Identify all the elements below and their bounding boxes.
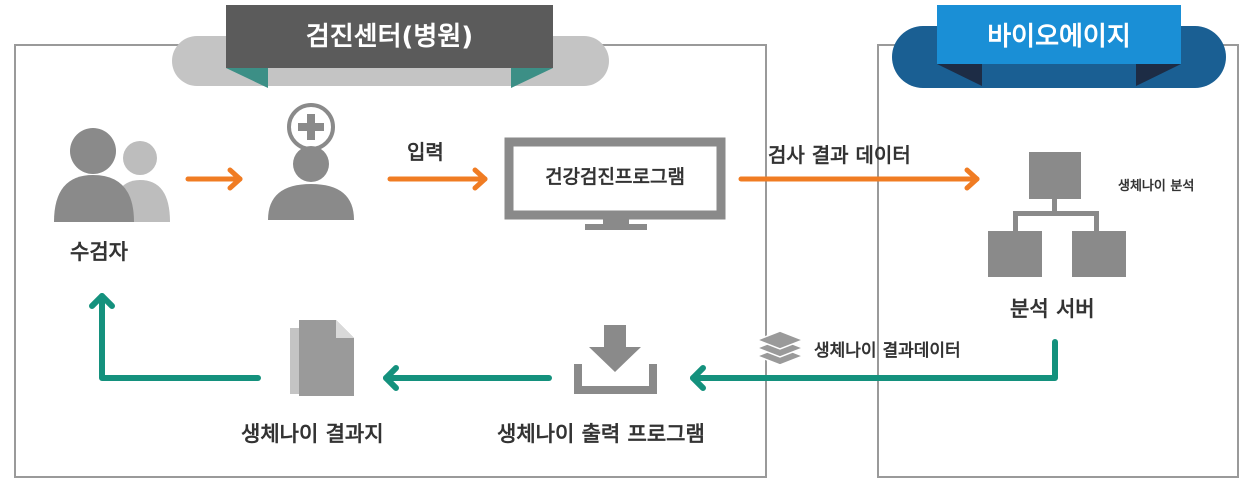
download-icon [574, 325, 657, 394]
tab-fold-left [937, 64, 982, 86]
server-note-label: 생체나이 분석 [1118, 179, 1195, 194]
hospital-tab [172, 5, 609, 88]
monitor-icon [504, 137, 726, 230]
program-label: 건강검진프로그램 [545, 166, 685, 188]
examinee-icon [54, 128, 170, 222]
document-icon [290, 320, 354, 396]
bioage-results-edge-label: 생체나이 결과데이터 [814, 341, 961, 361]
hospital-title: 검진센터(병원) [305, 22, 474, 52]
arrow-sheet-to-examinee [99, 293, 261, 381]
orange-arrows [185, 167, 980, 191]
bioage-tab [892, 5, 1226, 88]
tab-fold-right [1136, 64, 1181, 86]
tab-fold-left [226, 68, 268, 88]
exam-results-edge-label: 검사 결과 데이터 [768, 143, 911, 167]
input-edge-label: 입력 [407, 140, 444, 164]
arrow-server-to-output [690, 339, 1058, 381]
server-label: 분석 서버 [1010, 297, 1095, 321]
result-sheet-label: 생체나이 결과지 [241, 422, 384, 446]
bioage-title: 바이오에이지 [987, 22, 1131, 52]
tab-fold-right [511, 68, 553, 88]
examinee-label: 수검자 [70, 240, 128, 264]
doctor-icon [268, 103, 354, 220]
teal-arrows [89, 293, 1058, 391]
data-stack-icon [754, 330, 806, 366]
server-network-icon [988, 152, 1126, 277]
output-program-label: 생체나이 출력 프로그램 [497, 422, 705, 446]
